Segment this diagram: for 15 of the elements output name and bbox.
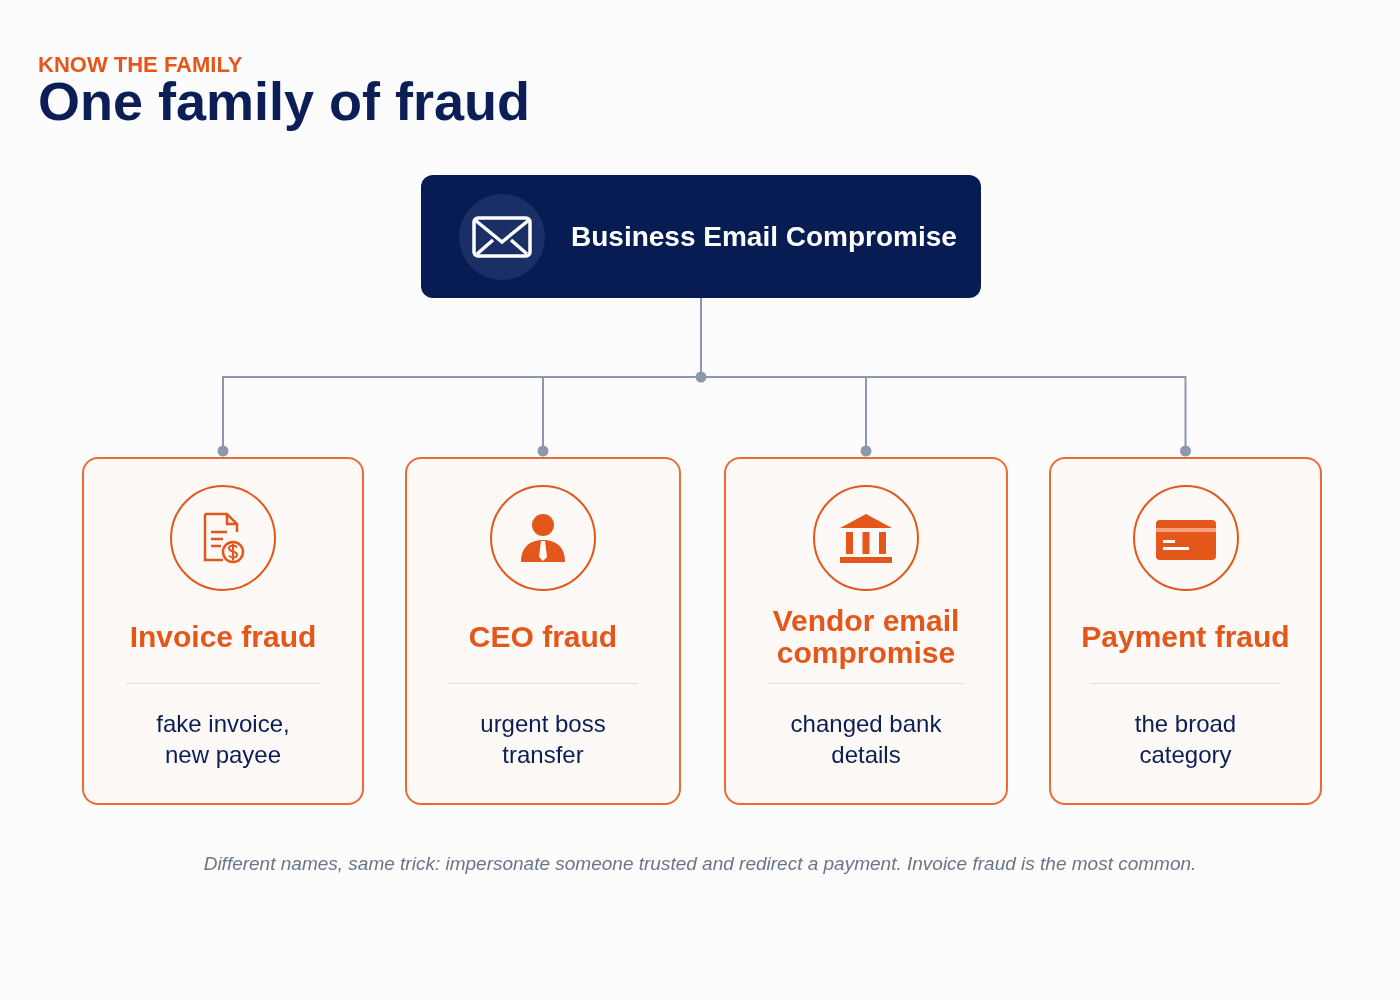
card-description: fake invoice, new payee xyxy=(155,709,291,771)
fraud-card xyxy=(1049,457,1322,805)
card-heading: CEO fraud xyxy=(468,620,618,654)
fraud-card xyxy=(405,457,681,805)
card-heading: Payment fraud xyxy=(1081,620,1290,654)
header-text: Business Email Compromise xyxy=(571,219,957,254)
fraud-card xyxy=(724,457,1008,805)
card-heading: Invoice fraud xyxy=(129,620,317,654)
card-description: the broad category xyxy=(1133,709,1238,771)
fraud-card xyxy=(82,457,364,805)
header-box xyxy=(421,175,981,298)
card-description: urgent boss transfer xyxy=(479,709,607,771)
card-description: changed bank details xyxy=(789,709,943,771)
caption: Different names, same trick: impersonate someone trusted and redirect a payment. Invoice fraud is the most common. xyxy=(202,852,1198,876)
card-heading: Vendor email compromise xyxy=(771,604,961,670)
